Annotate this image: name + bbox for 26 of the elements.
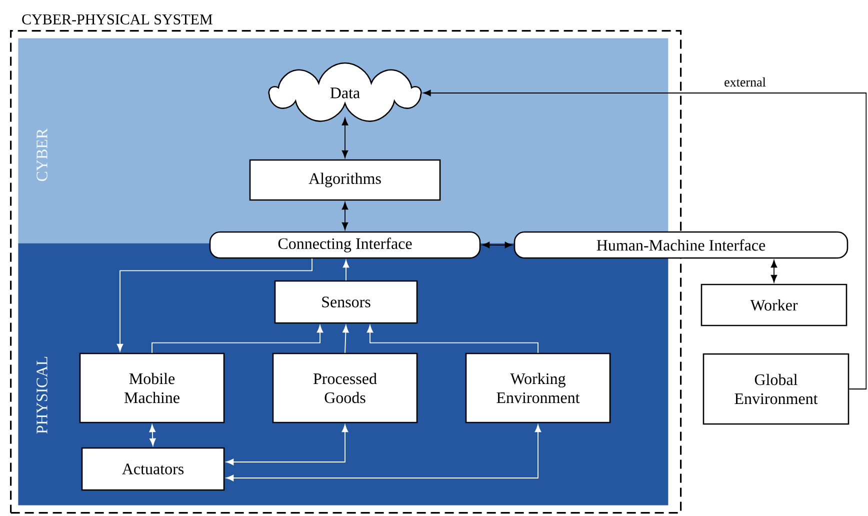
node-label: CYBER-PHYSICAL SYSTEM [22,14,212,24]
arrow [366,325,538,354]
process-box: Mobile Machine [79,352,225,424]
process-box: Worker [700,284,848,326]
process-box: Actuators [81,447,225,491]
process-box: Processed Goods [272,352,418,424]
interface-box: Connecting Interface [209,231,481,259]
arrow [149,424,156,446]
edge-label: external [724,77,766,87]
arrow [152,325,324,354]
arrow [226,424,542,482]
arrow [116,258,312,352]
arrow [770,260,778,282]
arrow [482,242,512,248]
arrow [423,90,867,390]
arrow [342,202,348,230]
interface-box: Human-Machine Interface [514,231,848,259]
arrow [342,324,349,354]
process-box: Sensors [274,280,418,324]
arrow [342,118,348,158]
process-box: Algorithms [249,159,441,201]
process-box: Global Environment [702,353,850,425]
process-box: Working Environment [465,352,611,424]
arrow [226,424,348,466]
data-cloud: Data [268,62,422,122]
arrow [342,260,350,281]
